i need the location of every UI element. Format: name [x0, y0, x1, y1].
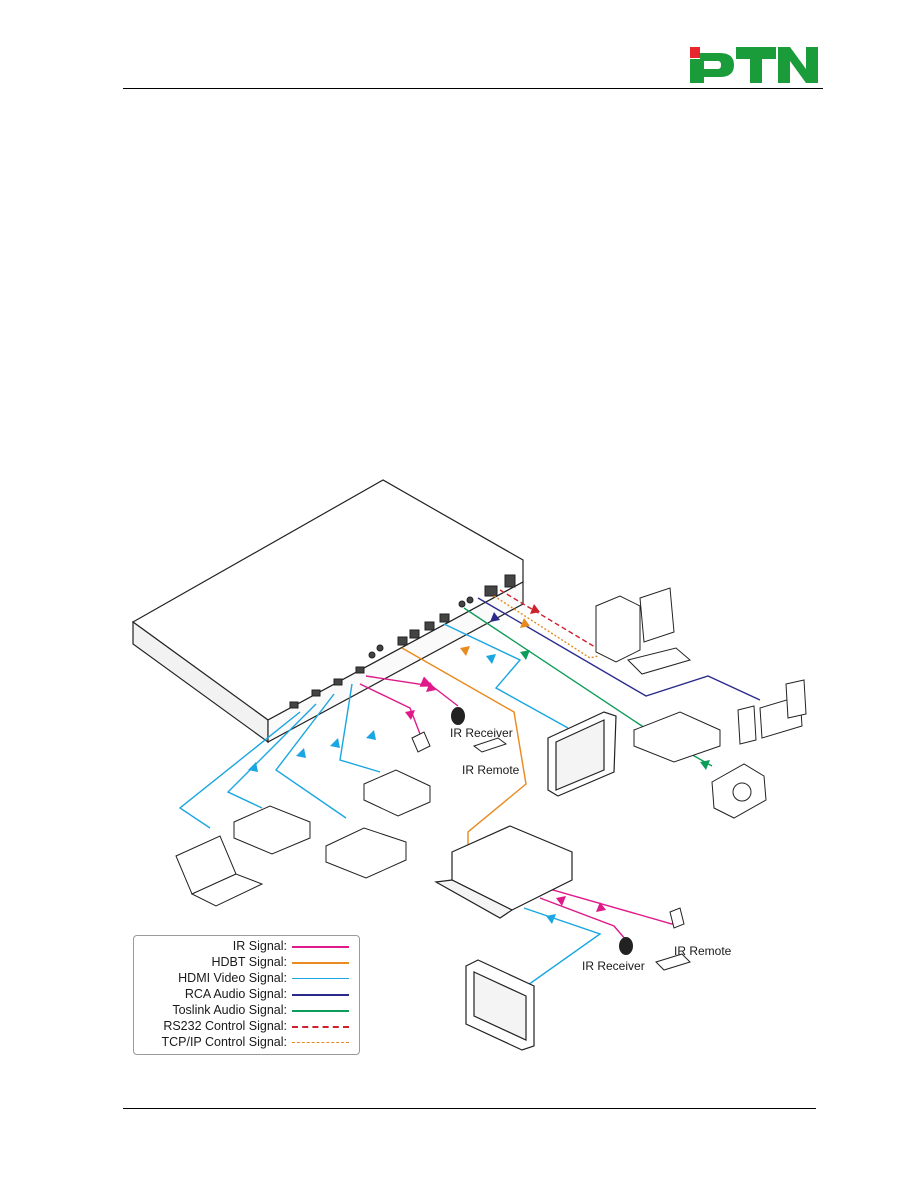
legend-label: Toslink Audio Signal:	[172, 1003, 287, 1017]
legend-row-hdbt: HDBT Signal:	[134, 955, 359, 970]
subwoofer	[711, 763, 767, 819]
legend-line-hdbt	[292, 962, 349, 964]
rca-wire	[477, 597, 761, 701]
label-ir-remote-top: IR Remote	[462, 763, 520, 777]
display-remote	[465, 959, 535, 1051]
hdmi-wire-laptop	[178, 711, 301, 829]
legend-label: TCP/IP Control Signal:	[161, 1035, 287, 1049]
laptop	[175, 835, 264, 907]
ir-wire-emitter-bottom	[545, 887, 677, 925]
label-ir-receiver-bottom: IR Receiver	[582, 959, 645, 973]
ir-receiver-icon-top	[451, 707, 465, 725]
hdmi-wire-display-local	[443, 623, 569, 729]
legend-row-hdmi: HDMI Video Signal:	[134, 971, 359, 986]
bluray-player-2	[325, 827, 407, 879]
logo-red-block	[690, 47, 700, 58]
ir-wire-emitter-top	[359, 683, 421, 735]
legend-label: RS232 Control Signal:	[163, 1019, 287, 1033]
signal-arrows	[248, 604, 710, 924]
logo-letters	[690, 47, 818, 83]
legend-row-tcpip: TCP/IP Control Signal:	[134, 1035, 359, 1050]
hdmi-wire-player3	[339, 683, 381, 773]
ptn-logo	[690, 47, 818, 83]
legend-line-ir	[292, 946, 349, 948]
legend-row-rs232: RS232 Control Signal:	[134, 1019, 359, 1034]
legend-row-toslink: Toslink Audio Signal:	[134, 1003, 359, 1018]
hdmi-wire-player1	[226, 703, 317, 809]
legend-label: HDBT Signal:	[211, 955, 288, 969]
legend-line-hdmi	[292, 978, 349, 979]
ir-receiver-icon-bottom	[619, 937, 633, 955]
legend-line-rca	[292, 994, 349, 996]
hdmi-wire-player2	[274, 693, 347, 819]
speaker-system	[737, 679, 807, 745]
legend-line-toslink	[292, 1010, 349, 1012]
header-rule	[123, 88, 823, 89]
label-ir-receiver-top: IR Receiver	[450, 726, 513, 740]
label-ir-remote-bottom: IR Remote	[674, 944, 732, 958]
bluray-player-3	[363, 769, 431, 817]
legend-row-ir: IR Signal:	[134, 939, 359, 954]
av-receiver	[633, 711, 721, 763]
legend-label: RCA Audio Signal:	[184, 987, 287, 1001]
hdbt-receiver	[434, 825, 573, 919]
pc-computer	[595, 587, 692, 675]
legend-row-rca: RCA Audio Signal:	[134, 987, 359, 1002]
legend-line-tcpip	[292, 1042, 349, 1043]
ir-emitter-icon-bottom	[669, 907, 685, 929]
legend-line-rs232	[292, 1026, 349, 1028]
display-local	[547, 711, 617, 797]
signal-legend: IR Signal: HDBT Signal: HDMI Video Signa…	[133, 935, 360, 1055]
legend-label: HDMI Video Signal:	[178, 971, 287, 985]
ir-wire-receiver-bottom	[539, 897, 627, 941]
hdbt-wire	[401, 647, 527, 850]
ir-emitter-icon-top	[411, 731, 431, 753]
ir-remote-icon-bottom	[655, 953, 691, 971]
bluray-player-1	[233, 805, 311, 855]
hdmi-wire-display-remote	[517, 907, 602, 993]
footer-rule	[123, 1108, 816, 1109]
ir-remote-icon-top	[472, 737, 508, 753]
legend-label: IR Signal:	[232, 939, 287, 953]
